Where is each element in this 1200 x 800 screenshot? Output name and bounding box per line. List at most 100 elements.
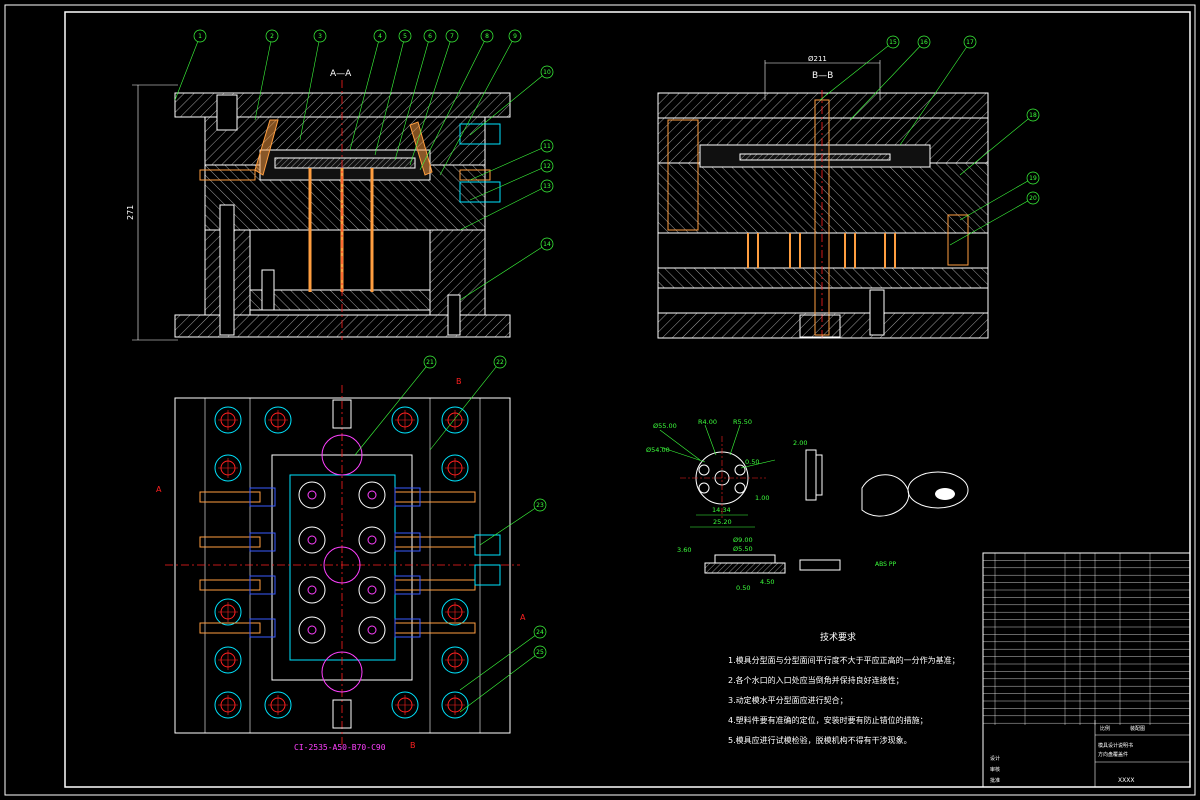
plan-side-bolt bbox=[394, 618, 476, 638]
svg-text:6: 6 bbox=[428, 33, 432, 40]
callout-bubble: 5 bbox=[374, 29, 412, 156]
callout-bubble: 21 bbox=[354, 355, 437, 456]
note-item-4: 4.塑料件要有准确的定位，安装时要有防止错位的措施； bbox=[728, 715, 928, 725]
section-aa-view: A—A bbox=[126, 69, 511, 341]
drawing-number: XXXX bbox=[1118, 777, 1134, 784]
section-mark-a-left: A bbox=[156, 485, 162, 494]
callout-bubble: 10 bbox=[469, 65, 554, 136]
svg-text:5: 5 bbox=[403, 33, 407, 40]
svg-text:16: 16 bbox=[920, 39, 928, 46]
note-item-2: 2.各个水口的入口处应当倒角并保持良好连接性； bbox=[728, 675, 904, 685]
callout-bubble: 9 bbox=[439, 29, 522, 176]
callout-bubble: 13 bbox=[459, 179, 554, 231]
svg-text:18: 18 bbox=[1029, 112, 1037, 119]
sign-label-review: 审核 bbox=[990, 766, 1000, 773]
section-aa-label: A—A bbox=[330, 69, 352, 79]
svg-text:13: 13 bbox=[543, 183, 551, 190]
svg-text:14: 14 bbox=[543, 241, 551, 248]
plan-cavity bbox=[298, 481, 326, 509]
plan-cavity bbox=[298, 576, 326, 604]
title-note-1: 模具设计说明书 bbox=[1098, 742, 1133, 749]
plan-bolt-hole bbox=[264, 691, 292, 719]
part-dim-s5: 0.50 bbox=[736, 584, 750, 592]
plan-side-bolt bbox=[394, 532, 476, 552]
part-dim-r1: R4.00 bbox=[698, 418, 717, 426]
tech-notes: 技术要求 1.模具分型面与分型面间平行度不大于平应正高的一分作为基准； 2.各个… bbox=[728, 631, 960, 745]
svg-text:15: 15 bbox=[889, 39, 897, 46]
svg-text:3: 3 bbox=[318, 33, 322, 40]
svg-text:21: 21 bbox=[426, 359, 434, 366]
callout-bubble: 25 bbox=[459, 645, 547, 713]
section-bb-view: B—B Ø211 bbox=[657, 55, 989, 340]
section-bb-label: B—B bbox=[812, 71, 833, 81]
plan-bolt-hole bbox=[214, 454, 242, 482]
callout-bubble: 16 bbox=[849, 35, 931, 121]
part-dim-s2: Ø5.50 bbox=[733, 545, 753, 553]
plan-bolt-hole bbox=[391, 691, 419, 719]
svg-text:4: 4 bbox=[378, 33, 382, 40]
svg-text:10: 10 bbox=[543, 69, 551, 76]
svg-text:19: 19 bbox=[1029, 175, 1037, 182]
section-mark-b-top: B bbox=[456, 377, 462, 386]
part-dim-w1: 14.34 bbox=[712, 506, 731, 514]
plan-side-bolt bbox=[199, 575, 276, 595]
inner-frame bbox=[64, 11, 1191, 788]
part-dim-h3: 2.00 bbox=[793, 439, 807, 447]
part-dim-h2: 1.00 bbox=[755, 494, 769, 502]
plan-bolt-hole bbox=[264, 406, 292, 434]
callout-bubble: 7 bbox=[409, 29, 459, 166]
plan-cavity bbox=[358, 526, 386, 554]
callout-bubble: 14 bbox=[459, 237, 554, 301]
plan-bolt-hole bbox=[441, 598, 469, 626]
plan-cavity bbox=[358, 481, 386, 509]
section-mark-a-right: A bbox=[520, 613, 526, 622]
part-dim-w2: 25.20 bbox=[713, 518, 732, 526]
title-note-2: 方向盘覆盖件 bbox=[1098, 751, 1128, 758]
svg-text:24: 24 bbox=[536, 629, 544, 636]
svg-text:11: 11 bbox=[543, 143, 551, 150]
title-block: 模具设计说明书 方向盘覆盖件 装配图 比例 XXXX 设计 审核 批准 bbox=[982, 552, 1191, 788]
svg-text:2: 2 bbox=[270, 33, 274, 40]
callout-bubble: 23 bbox=[479, 498, 547, 546]
svg-text:1: 1 bbox=[198, 33, 202, 40]
callout-bubble: 12 bbox=[469, 159, 554, 201]
sign-label-approve: 批准 bbox=[990, 777, 1000, 784]
note-item-3: 3.动定模水平分型面应进行契合； bbox=[728, 695, 848, 705]
overall-height-dim: 271 bbox=[126, 205, 135, 220]
top-width-dim: Ø211 bbox=[808, 55, 827, 63]
plan-bolt-hole bbox=[441, 406, 469, 434]
plan-cavity bbox=[358, 576, 386, 604]
notes-title: 技术要求 bbox=[820, 631, 856, 643]
plan-side-bolt bbox=[199, 618, 276, 638]
plan-bolt-hole bbox=[214, 406, 242, 434]
part-dim-s1: Ø9.00 bbox=[733, 536, 753, 544]
sign-label-design: 设计 bbox=[990, 755, 1000, 762]
svg-text:22: 22 bbox=[496, 359, 504, 366]
plan-side-bolt bbox=[199, 532, 276, 552]
svg-text:20: 20 bbox=[1029, 195, 1037, 202]
note-item-5: 5.模具应进行试模检验，脱模机构不得有干涉现象。 bbox=[728, 735, 912, 745]
part-dim-s4: 4.50 bbox=[760, 578, 774, 586]
note-item-1: 1.模具分型面与分型面间平行度不大于平应正高的一分作为基准； bbox=[728, 655, 960, 665]
plan-view: A A B B CI-2535-A50-B70-C90 bbox=[156, 377, 526, 752]
callout-bubble: 11 bbox=[469, 139, 554, 181]
scale-label: 比例 bbox=[1100, 725, 1110, 732]
svg-text:25: 25 bbox=[536, 649, 544, 656]
outer-frame bbox=[4, 4, 1196, 796]
plan-bolt-hole bbox=[441, 646, 469, 674]
plan-cavity bbox=[298, 616, 326, 644]
plan-cavity bbox=[358, 616, 386, 644]
plan-side-bolt bbox=[394, 487, 476, 507]
callout-bubble: 4 bbox=[349, 29, 387, 151]
callout-bubble: 22 bbox=[429, 355, 507, 451]
plan-bolt-hole bbox=[214, 646, 242, 674]
plan-bolt-hole bbox=[441, 454, 469, 482]
plan-bolt-hole bbox=[214, 691, 242, 719]
plan-side-bolt bbox=[199, 487, 276, 507]
part-dim-r2: R5.50 bbox=[733, 418, 752, 426]
svg-text:9: 9 bbox=[513, 33, 517, 40]
svg-text:7: 7 bbox=[450, 33, 454, 40]
callout-bubble: 6 bbox=[394, 29, 437, 161]
